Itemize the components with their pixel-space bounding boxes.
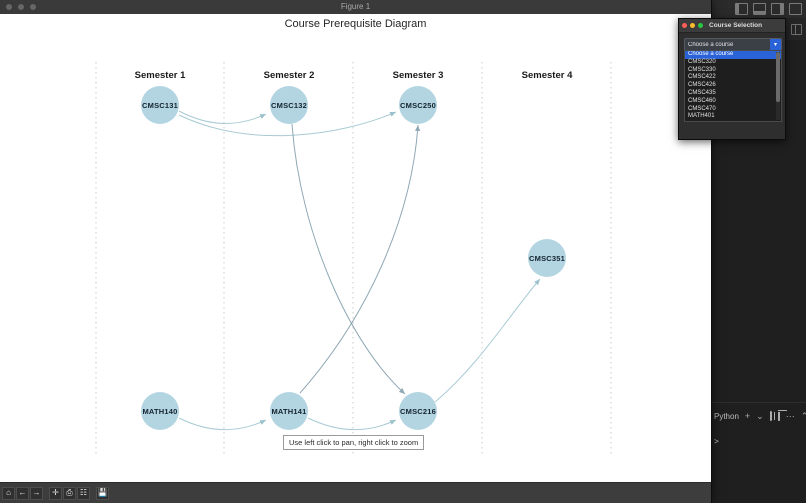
course-node-cmsc351[interactable]: CMSC351: [528, 239, 566, 277]
panel-bottom-icon[interactable]: [753, 3, 766, 15]
course-option[interactable]: CMSC470: [688, 105, 716, 112]
course-option[interactable]: CMSC330: [688, 66, 716, 73]
terminal-prompt[interactable]: >: [714, 438, 719, 447]
zoom-button[interactable]: [30, 4, 36, 10]
chevron-up-icon[interactable]: ⌃: [800, 410, 806, 421]
course-option[interactable]: MATH401: [688, 113, 715, 120]
edge-math141-cmsc216: [307, 417, 397, 430]
course-select-value: Choose a course: [688, 41, 734, 48]
add-terminal-icon[interactable]: +: [744, 410, 751, 421]
panel-right-icon[interactable]: [771, 3, 784, 15]
semester-header-1: Semester 1: [134, 70, 186, 81]
course-dialog-title: Course Selection: [709, 22, 763, 29]
course-dialog-titlebar[interactable]: Course Selection: [679, 19, 785, 33]
semester-header-3: Semester 3: [392, 70, 444, 81]
panel-left-icon[interactable]: [735, 3, 748, 15]
minimize-button[interactable]: [690, 23, 695, 28]
chart-title: Course Prerequisite Diagram: [284, 18, 427, 30]
course-option[interactable]: CMSC422: [688, 74, 716, 81]
course-node-math140[interactable]: MATH140: [141, 392, 179, 430]
figure-canvas[interactable]: Course Prerequisite Diagram: [0, 14, 711, 483]
split-editor-icon[interactable]: [791, 24, 802, 35]
chevron-down-icon[interactable]: ▾: [770, 39, 781, 50]
course-option[interactable]: CMSC460: [688, 97, 716, 104]
terminal-panel: Python + ⌄ ⋯ ⌃ × >: [710, 403, 806, 503]
split-terminal-icon[interactable]: [769, 411, 775, 421]
course-option[interactable]: CMSC435: [688, 89, 716, 96]
course-selection-dialog[interactable]: Course Selection Choose a course ▾ Choos…: [678, 18, 786, 140]
panel-divider[interactable]: [710, 402, 806, 403]
list-scrollbar[interactable]: [776, 52, 780, 120]
semester-header-2: Semester 2: [263, 70, 315, 81]
course-option[interactable]: Choose a course: [685, 51, 781, 59]
chevron-down-icon[interactable]: ⌄: [756, 410, 764, 421]
list-scrollbar-thumb[interactable]: [776, 52, 780, 102]
course-node-cmsc250[interactable]: CMSC250: [399, 86, 437, 124]
save-figure-icon[interactable]: 💾: [96, 486, 109, 500]
course-node-cmsc131[interactable]: CMSC131: [141, 86, 179, 124]
back-arrow-icon[interactable]: ←: [16, 486, 29, 500]
pan-move-icon[interactable]: ✛: [49, 486, 62, 500]
minimize-button[interactable]: [18, 4, 24, 10]
course-node-cmsc132[interactable]: CMSC132: [270, 86, 308, 124]
home-icon[interactable]: ⌂: [2, 486, 15, 500]
layout-toggle-group[interactable]: [735, 3, 802, 15]
terminal-shell-label: Python: [714, 411, 739, 421]
matplotlib-toolbar[interactable]: ⌂ ← → ✛ ⎙ ☷ 💾: [0, 482, 711, 503]
edge-cmsc131-cmsc132: [178, 110, 267, 124]
edge-cmsc216-cmsc351: [434, 278, 541, 403]
forward-arrow-icon[interactable]: →: [30, 486, 43, 500]
figure-traffic-lights[interactable]: [6, 4, 36, 10]
course-node-math141[interactable]: MATH141: [270, 392, 308, 430]
course-node-cmsc216[interactable]: CMSC216: [399, 392, 437, 430]
zoom-rect-icon[interactable]: ⎙: [63, 486, 76, 500]
semester-separators: [95, 62, 612, 455]
edge-math140-math141: [178, 417, 267, 430]
figure-window-title: Figure 1: [340, 2, 371, 11]
matplotlib-figure-window[interactable]: Figure 1 Course Prerequisite Diagram: [0, 0, 712, 503]
edge-math141-cmsc250: [299, 124, 421, 394]
course-option[interactable]: CMSC426: [688, 82, 716, 89]
prerequisite-graph-svg: [95, 62, 612, 455]
close-button[interactable]: [6, 4, 12, 10]
more-actions-icon[interactable]: ⋯: [785, 410, 795, 421]
course-dialog-traffic-lights[interactable]: [682, 23, 703, 28]
semester-header-4: Semester 4: [521, 70, 573, 81]
graph-edges: [178, 110, 541, 430]
course-option[interactable]: CMSC320: [688, 58, 716, 65]
layout-customize-icon[interactable]: [789, 3, 802, 15]
figure-titlebar[interactable]: Figure 1: [0, 0, 711, 15]
close-button[interactable]: [682, 23, 687, 28]
terminal-toolbar: Python + ⌄ ⋯ ⌃ ×: [710, 407, 806, 425]
edge-cmsc132-cmsc216: [291, 123, 406, 395]
zoom-button[interactable]: [698, 23, 703, 28]
kill-terminal-icon[interactable]: [777, 409, 787, 421]
configure-subplots-icon[interactable]: ☷: [77, 486, 90, 500]
course-option[interactable]: MATH461: [685, 121, 781, 122]
pan-zoom-tooltip: Use left click to pan, right click to zo…: [283, 435, 425, 450]
